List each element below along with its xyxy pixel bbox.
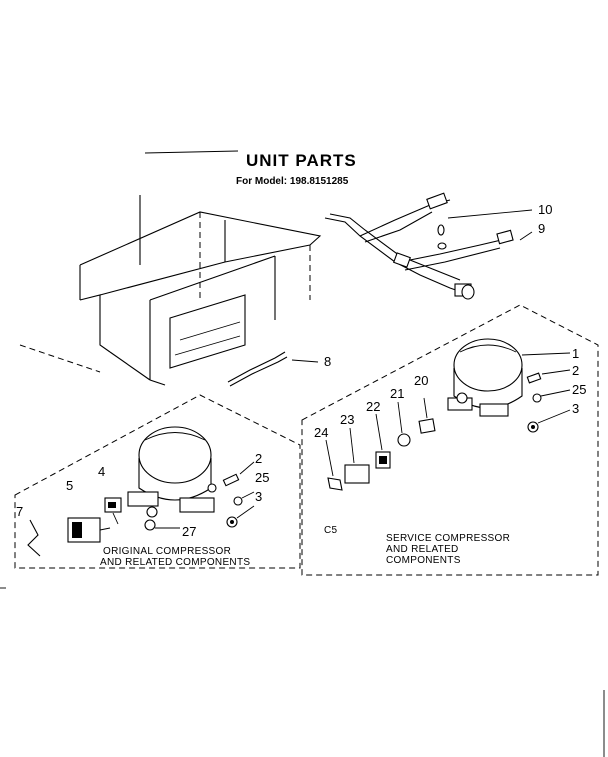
callout-25-service: 25 [572, 382, 586, 397]
callout-22: 22 [366, 399, 380, 414]
part-2-25-3-original [222, 461, 255, 528]
callout-25-original: 25 [255, 470, 269, 485]
original-caption-line2: AND RELATED COMPONENTS [100, 557, 250, 568]
callout-24: 24 [314, 425, 328, 440]
diagram-code: C5 [324, 525, 338, 536]
callout-9: 9 [538, 221, 545, 236]
part-7-cord [27, 519, 41, 557]
part-8-drier [227, 351, 319, 387]
callout-27: 27 [182, 524, 196, 539]
part-24-clip-service [325, 439, 343, 491]
wiring-harness [324, 192, 533, 300]
top-rule [144, 150, 239, 154]
original-compressor [127, 426, 217, 518]
callout-20: 20 [414, 373, 428, 388]
service-compressor [447, 338, 571, 417]
callout-2-service: 2 [572, 363, 579, 378]
callout-10: 10 [538, 202, 552, 217]
callout-7: 7 [16, 504, 23, 519]
callout-1: 1 [572, 346, 579, 361]
callout-8: 8 [324, 354, 331, 369]
service-caption-line3: COMPONENTS [386, 555, 461, 566]
unit-compartment [19, 195, 322, 386]
service-caption-line1: SERVICE COMPRESSOR [386, 533, 510, 544]
callout-21: 21 [390, 386, 404, 401]
part-20-21-service [397, 397, 436, 447]
part-23-capacitor-service [344, 427, 370, 484]
part-22-relay-service [375, 413, 391, 469]
page-title: UNIT PARTS [246, 151, 357, 170]
callout-3-service: 3 [572, 401, 579, 416]
part-4-relay [104, 497, 122, 525]
model-number: For Model: 198.8151285 [236, 176, 349, 187]
callout-2-original: 2 [255, 451, 262, 466]
part-5-overload [67, 517, 111, 543]
callout-5: 5 [66, 478, 73, 493]
original-caption-line1: ORIGINAL COMPRESSOR [103, 546, 231, 557]
part-27-grommet [144, 519, 180, 531]
service-group-border [301, 304, 599, 576]
service-caption-line2: AND RELATED [386, 544, 459, 555]
callout-23: 23 [340, 412, 354, 427]
callout-4: 4 [98, 464, 105, 479]
callout-3-original: 3 [255, 489, 262, 504]
part-2-25-3-service [526, 369, 571, 433]
original-group-border [14, 394, 301, 569]
